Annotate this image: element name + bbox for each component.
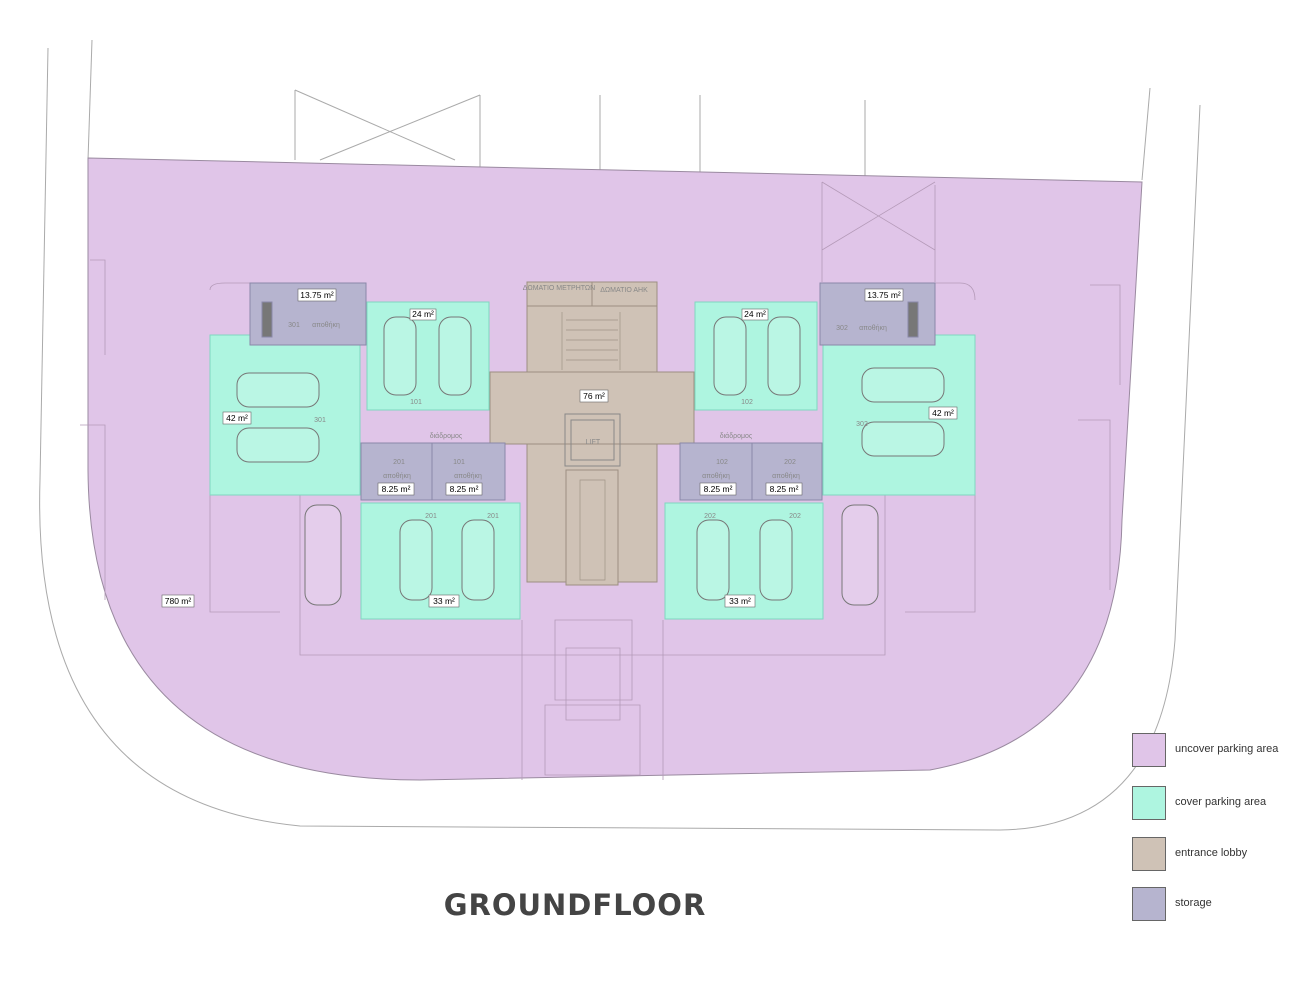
car-outlines <box>236 316 945 606</box>
area-parking-302: 42 m² <box>932 408 954 418</box>
legend-label-storage: storage <box>1175 897 1212 909</box>
unit-302-storage-tag: 302 <box>836 325 848 332</box>
area-storage-102: 8.25 m² <box>704 484 733 494</box>
unit-302-parking-tag: 302 <box>856 421 868 428</box>
unit-201-parking-tag-a: 201 <box>425 513 437 520</box>
unit-202-parking-tag-a: 202 <box>704 513 716 520</box>
unit-102-storage-tag: 102 <box>716 459 728 466</box>
corridor-word-left: διάδρομος <box>430 432 463 440</box>
storage-word-302: αποθήκη <box>859 325 887 332</box>
legend-item-storage: storage <box>1132 887 1302 921</box>
area-parking-202: 33 m² <box>729 596 751 606</box>
storage-word-101: αποθήκη <box>454 473 482 480</box>
area-parking-102: 24 m² <box>744 309 766 319</box>
area-site: 780 m² <box>165 596 192 606</box>
area-storage-202: 8.25 m² <box>770 484 799 494</box>
lift-label: LIFT <box>586 439 601 446</box>
legend-item-lobby: entrance lobby <box>1132 837 1302 871</box>
legend-swatch-lobby <box>1132 837 1166 871</box>
legend-label-uncover: uncover parking area <box>1175 743 1279 755</box>
site-markings <box>80 181 1121 780</box>
area-parking-201: 33 m² <box>433 596 455 606</box>
storage-word-201: αποθήκη <box>383 473 411 480</box>
unit-102-parking-tag: 102 <box>741 399 753 406</box>
legend-item-cover: cover parking area <box>1132 786 1302 820</box>
legend-label-lobby: entrance lobby <box>1175 847 1248 859</box>
unit-202-parking-tag-b: 202 <box>789 513 801 520</box>
storage-word-202: αποθήκη <box>772 473 800 480</box>
legend-label-cover: cover parking area <box>1175 796 1267 808</box>
area-parking-101: 24 m² <box>412 309 434 319</box>
page-title: GROUNDFLOOR <box>443 888 707 922</box>
legend-item-uncover: uncover parking area <box>1132 733 1302 767</box>
area-storage-301: 13.75 m² <box>300 290 334 300</box>
unit-202-storage-tag: 202 <box>784 459 796 466</box>
legend-swatch-storage <box>1132 887 1166 921</box>
unit-301-storage-tag: 301 <box>288 322 300 329</box>
legend: uncover parking area cover parking area … <box>1132 733 1302 923</box>
area-lobby: 76 m² <box>583 391 605 401</box>
corridor-word-right: διάδρομος <box>720 432 753 440</box>
room-faint-labels: ΔΩΜΑΤΙΟ ΜΕΤΡΗΤΩΝ ΔΩΜΑΤΙΟ ΑΗΚ LIFT 301 30… <box>288 285 887 520</box>
storage-word-301: αποθήκη <box>312 322 340 329</box>
meter-room-label: ΔΩΜΑΤΙΟ ΜΕΤΡΗΤΩΝ <box>523 285 595 292</box>
unit-201-storage-tag: 201 <box>393 459 405 466</box>
area-labels: 13.75 m² 13.75 m² 24 m² 24 m² 76 m² 42 m… <box>161 288 958 608</box>
area-parking-301: 42 m² <box>226 413 248 423</box>
unit-301-parking-tag: 301 <box>314 417 326 424</box>
unit-101-parking-tag: 101 <box>410 399 422 406</box>
storage-word-102: αποθήκη <box>702 473 730 480</box>
legend-swatch-uncover <box>1132 733 1166 767</box>
ahk-room-label: ΔΩΜΑΤΙΟ ΑΗΚ <box>600 287 648 294</box>
area-storage-302: 13.75 m² <box>867 290 901 300</box>
area-storage-101: 8.25 m² <box>450 484 479 494</box>
legend-swatch-cover <box>1132 786 1166 820</box>
area-storage-201: 8.25 m² <box>382 484 411 494</box>
entrance-lobby <box>489 281 695 586</box>
unit-101-storage-tag: 101 <box>453 459 465 466</box>
unit-201-parking-tag-b: 201 <box>487 513 499 520</box>
